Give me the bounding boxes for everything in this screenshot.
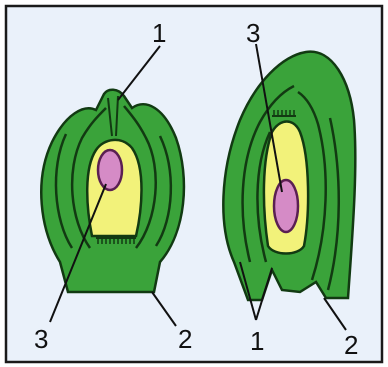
right-egg — [274, 180, 298, 232]
left-egg — [98, 150, 122, 190]
label-right-top: 3 — [246, 18, 260, 48]
label-right-bottom-right: 2 — [344, 330, 358, 360]
label-left-bottom-right: 2 — [178, 324, 192, 354]
label-left-bottom-left: 3 — [34, 324, 48, 354]
label-right-bottom-left: 1 — [250, 326, 264, 356]
label-left-top: 1 — [152, 18, 166, 48]
